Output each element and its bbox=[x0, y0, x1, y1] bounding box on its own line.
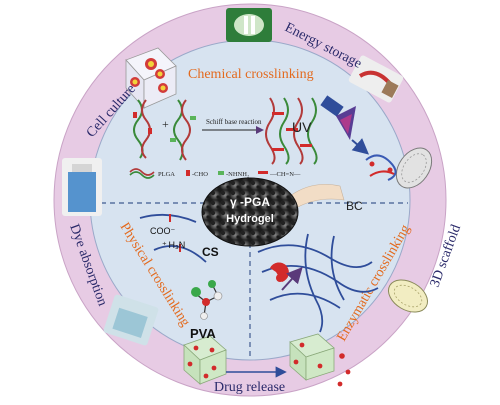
photo-energy-storage bbox=[348, 55, 404, 103]
hydrogel-label-line2: Hydrogel bbox=[226, 213, 274, 225]
coo-label: COO⁻ bbox=[150, 226, 176, 236]
hydrogel-label-line1: γ -PGA bbox=[230, 195, 270, 209]
uv-network-icon bbox=[365, 154, 397, 181]
bc-film-photo bbox=[289, 184, 345, 209]
legend-plga: PLGA bbox=[158, 171, 175, 178]
uv-lamp-icon bbox=[320, 95, 356, 140]
pva-molecule-icon bbox=[191, 280, 223, 320]
photo-cell-culture-cube bbox=[125, 47, 177, 110]
uv-arrow bbox=[351, 138, 370, 155]
polymer-chain-aldehyde bbox=[133, 99, 152, 159]
hydrogel-sem-image bbox=[201, 177, 299, 247]
cs-label: CS bbox=[202, 245, 219, 259]
photo-drug-cube-left bbox=[183, 335, 227, 385]
schiff-base-label: Schiff base reaction bbox=[206, 118, 262, 126]
legend-cho: -CHO bbox=[192, 171, 208, 178]
label-drug-release: Drug release bbox=[214, 380, 285, 395]
polymer-chain-hydrazide bbox=[170, 99, 196, 161]
plus-sign: + bbox=[162, 117, 169, 131]
uv-label: UV bbox=[292, 119, 312, 135]
photo-dye-solution bbox=[103, 294, 159, 346]
photo-top-electrodes bbox=[226, 8, 272, 42]
legend-nhnh2: -NHNH₂ bbox=[226, 171, 249, 178]
photo-drug-cube-right bbox=[289, 333, 351, 387]
bc-label: BC bbox=[346, 199, 363, 213]
legend-ch-n: —CH=N— bbox=[269, 171, 301, 178]
legend-row: PLGA -CHO -NHNH₂ —CH=N— bbox=[129, 168, 301, 179]
photo-3d-scaffold-2 bbox=[388, 279, 428, 313]
label-chemical-crosslinking: Chemical crosslinking bbox=[188, 67, 314, 82]
h3n-label: ⁺ H₃N bbox=[162, 240, 185, 250]
photo-3d-scaffold-1 bbox=[395, 147, 433, 189]
pva-label: PVA bbox=[190, 326, 216, 341]
crosslinked-network bbox=[265, 97, 318, 165]
photo-dye-vial bbox=[62, 158, 102, 216]
cs-chains bbox=[139, 213, 207, 263]
enzyme-icon bbox=[270, 262, 289, 282]
enzyme-arrow bbox=[281, 267, 303, 291]
